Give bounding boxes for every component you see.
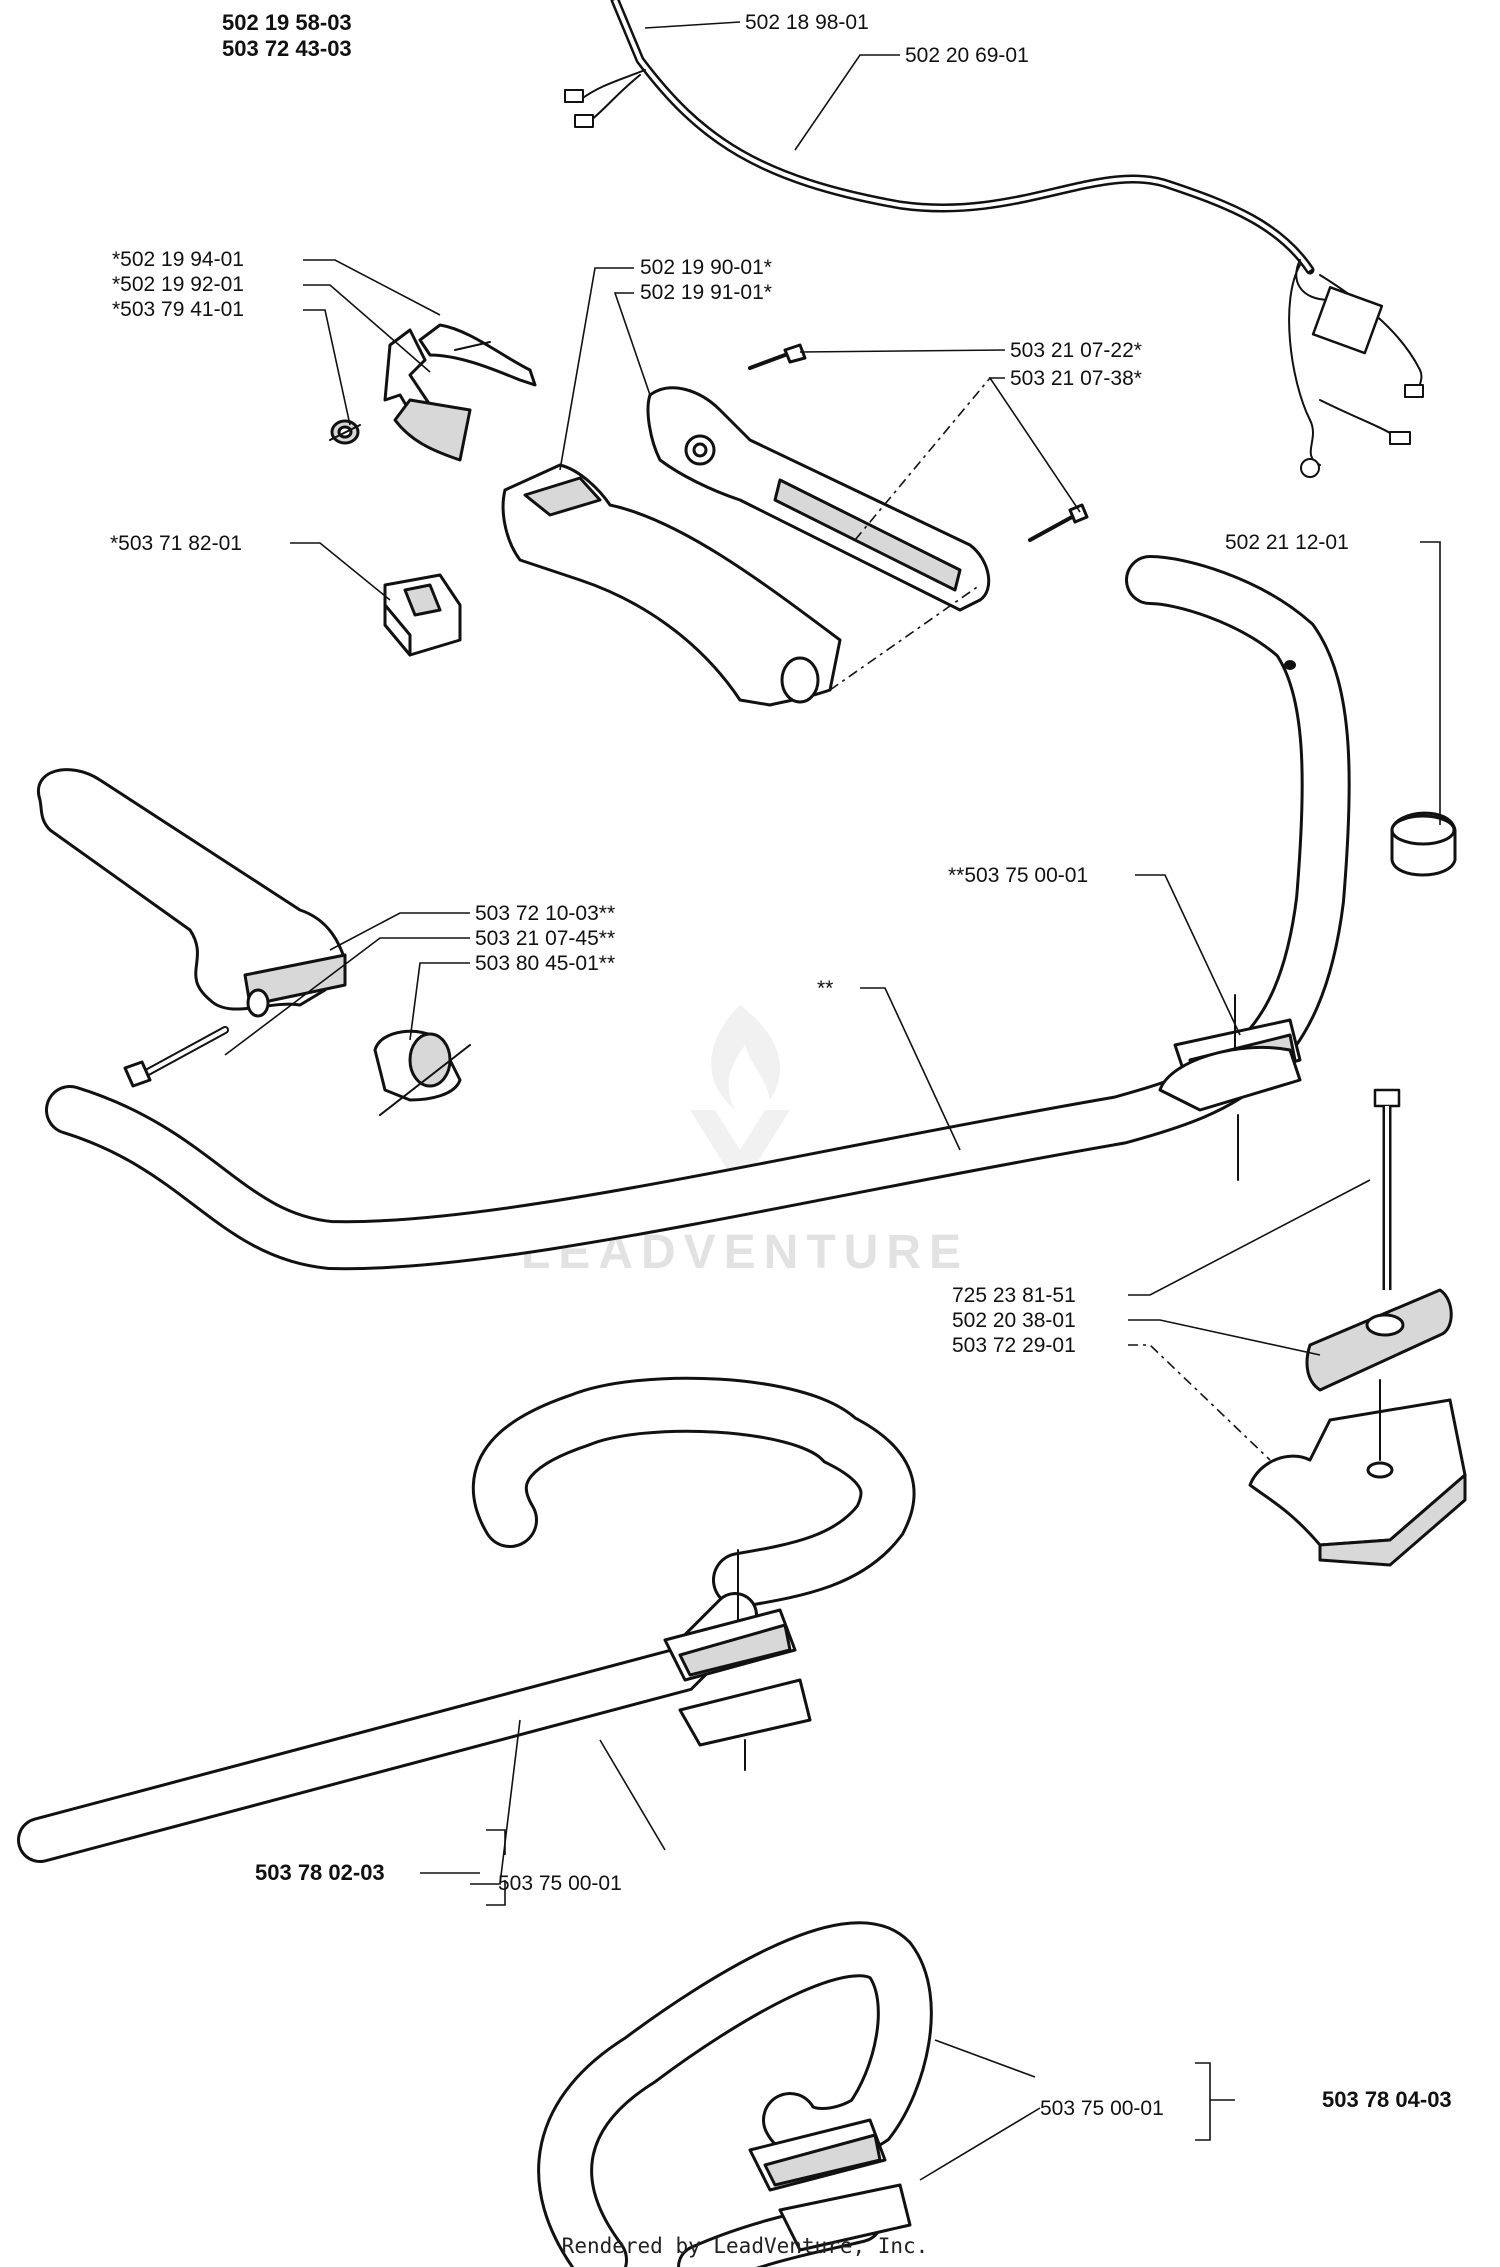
callout-grip-screw: 503 21 07-45** bbox=[475, 927, 615, 950]
callout-throttle-2: *502 19 92-01 bbox=[112, 273, 244, 296]
callout-screw-1: 503 21 07-22* bbox=[1010, 339, 1142, 362]
callout-throttle-3: *503 79 41-01 bbox=[112, 298, 244, 321]
handle-screws bbox=[748, 343, 1089, 542]
handlebar-cap bbox=[1390, 811, 1457, 877]
callout-cable-1: 502 18 98-01 bbox=[745, 11, 869, 34]
left-grip bbox=[36, 768, 347, 1018]
assembly-number-bottom: 503 78 04-03 bbox=[1322, 2087, 1452, 2112]
assembly-number-1: 502 19 58-03 bbox=[222, 10, 352, 35]
callout-cap: 502 21 12-01 bbox=[1225, 531, 1349, 554]
callout-clamp-top: **503 75 00-01 bbox=[948, 864, 1088, 887]
callout-plate: 503 72 29-01 bbox=[952, 1334, 1076, 1357]
throttle-trigger-assembly bbox=[329, 323, 537, 462]
callout-switch: *503 71 82-01 bbox=[110, 532, 242, 555]
bolt bbox=[1373, 1088, 1401, 1290]
knob bbox=[1305, 1288, 1453, 1392]
callout-knob: 502 20 38-01 bbox=[952, 1309, 1076, 1332]
grip-clamp bbox=[373, 1029, 471, 1116]
callout-handle-half-1: 502 19 90-01* bbox=[640, 256, 772, 279]
callout-clamp-middle: 503 75 00-01 bbox=[498, 1872, 622, 1895]
handlebar-main bbox=[45, 555, 1351, 1271]
clamp-bottom bbox=[748, 2118, 912, 2252]
callout-throttle-1: *502 19 94-01 bbox=[112, 248, 244, 271]
leader-lines bbox=[224, 21, 1441, 2181]
callout-screw-2: 503 21 07-38* bbox=[1010, 367, 1142, 390]
grip-screw bbox=[123, 1026, 229, 1088]
rear-handle-half-outer bbox=[501, 463, 842, 707]
stop-switch bbox=[383, 573, 462, 657]
clamp-middle bbox=[663, 1549, 812, 1771]
rear-handle-half-inner bbox=[646, 386, 991, 612]
footer-credit: Rendered by LeadVenture, Inc. bbox=[562, 2234, 929, 2258]
wire-harness bbox=[564, 0, 1424, 478]
callout-grip-clamp: 503 80 45-01** bbox=[475, 952, 615, 975]
callout-bar: ** bbox=[817, 977, 833, 1000]
watermark-logo bbox=[690, 1005, 790, 1190]
callout-cable-2: 502 20 69-01 bbox=[905, 44, 1029, 67]
callout-clamp-bottom: 503 75 00-01 bbox=[1040, 2097, 1164, 2120]
callout-grip: 503 72 10-03** bbox=[475, 902, 615, 925]
handlebar-clamp-top bbox=[1158, 994, 1302, 1181]
assembly-number-middle: 503 78 02-03 bbox=[255, 1860, 385, 1885]
callout-handle-half-2: 502 19 91-01* bbox=[640, 281, 772, 304]
assembly-number-2: 503 72 43-03 bbox=[222, 36, 352, 61]
callout-bolt: 725 23 81-51 bbox=[952, 1284, 1076, 1307]
clamp-plate bbox=[1248, 1379, 1467, 1567]
